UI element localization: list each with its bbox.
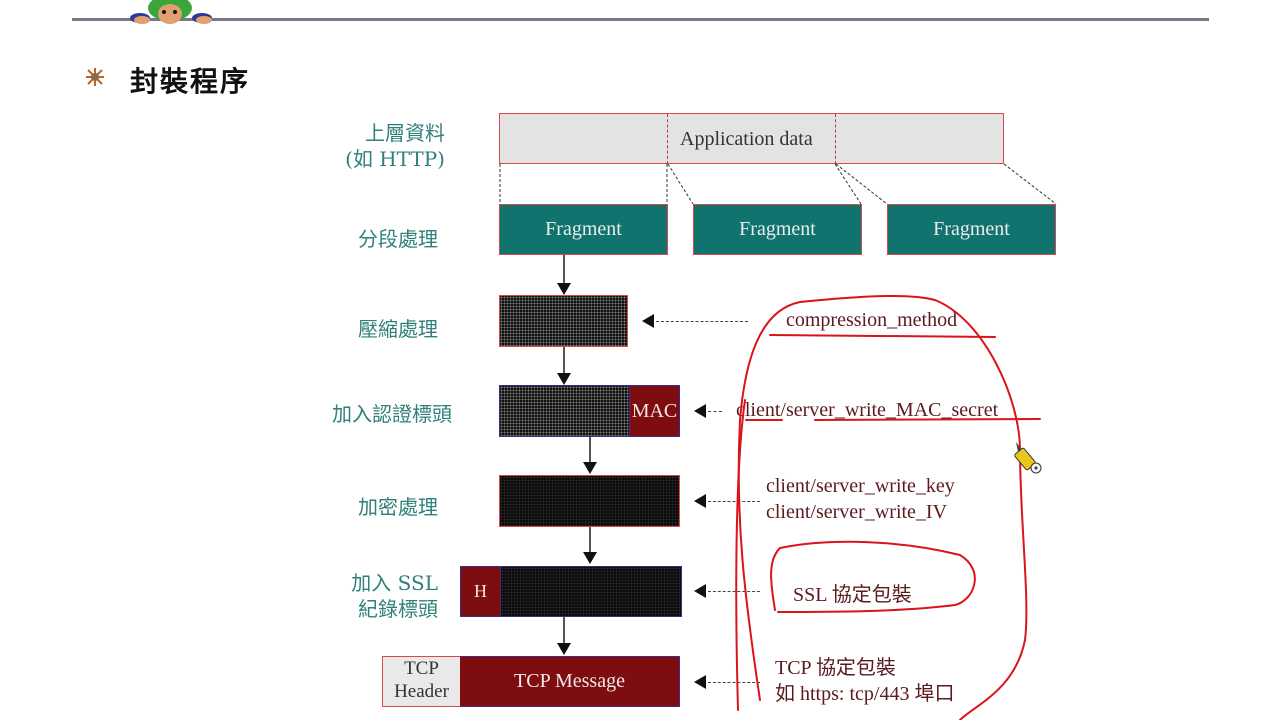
param-mac-secret: client/server_write_MAC_secret [736,399,999,421]
flow-line [589,437,591,463]
tcp-header-block: TCP Header [382,656,460,707]
down-arrow-icon [583,552,597,564]
left-arrow-icon [694,584,706,598]
flow-line [563,617,565,645]
flow-line [589,527,591,553]
param-compression-method: compression_method [786,309,958,331]
tcp-header-line: TCP [404,658,439,679]
down-arrow-icon [557,373,571,385]
left-arrow-icon [642,314,654,328]
ssl-payload-block [500,566,682,617]
label-line: 紀錄標頭 [358,597,438,621]
ssl-header-block: H [460,566,500,617]
application-data-block [499,113,1004,164]
starburst-bullet-icon [86,68,104,86]
param-write-iv: client/server_write_IV [766,501,948,523]
dashed-connector [708,501,760,502]
row-label-compress: 壓縮處理 [358,317,438,341]
dashed-connector [708,591,760,592]
dashed-connector [656,321,748,322]
divider [667,114,668,164]
mac-block: MAC [629,385,680,437]
left-arrow-icon [694,404,706,418]
page-title: 封裝程序 [130,65,251,98]
row-label-encrypt: 加密處理 [358,495,438,519]
left-arrow-icon [694,494,706,508]
pencil-cursor-icon [1014,442,1042,474]
label-line: 上層資料 [365,121,445,145]
param-write-key: client/server_write_key [766,475,955,497]
compressed-block [499,295,628,347]
down-arrow-icon [557,283,571,295]
param-tcp-wrap: TCP 協定包裝 [775,657,896,679]
header-divider [72,18,1209,21]
compressed-data-block [499,385,630,437]
param-ssl-wrap: SSL 協定包裝 [793,584,912,606]
param-tcp-port: 如 https: tcp/443 埠口 [775,683,955,705]
fragment-block: Fragment [499,204,668,255]
flow-line [563,255,565,285]
down-arrow-icon [583,462,597,474]
encrypted-block [499,475,680,527]
label-line: 加入 SSL [351,571,438,595]
divider [835,114,836,164]
label-line: (如 HTTP) [345,147,445,171]
left-arrow-icon [694,675,706,689]
down-arrow-icon [557,643,571,655]
flow-line [563,347,565,375]
dashed-connector [708,411,722,412]
fragment-block: Fragment [693,204,862,255]
tcp-message-block: TCP Message [460,656,680,707]
tcp-header-line: Header [394,681,449,702]
fragment-block: Fragment [887,204,1056,255]
row-label-fragment: 分段處理 [358,227,438,251]
dashed-connector [708,682,760,683]
application-data-label: Application data [680,128,813,150]
row-label-ssl-header: 加入 SSL 紀錄標頭 [330,570,438,622]
row-label-mac: 加入認證標頭 [332,402,452,426]
peeking-mascot-icon [130,0,212,24]
row-label-upper-data: 上層資料 (如 HTTP) [330,120,445,172]
